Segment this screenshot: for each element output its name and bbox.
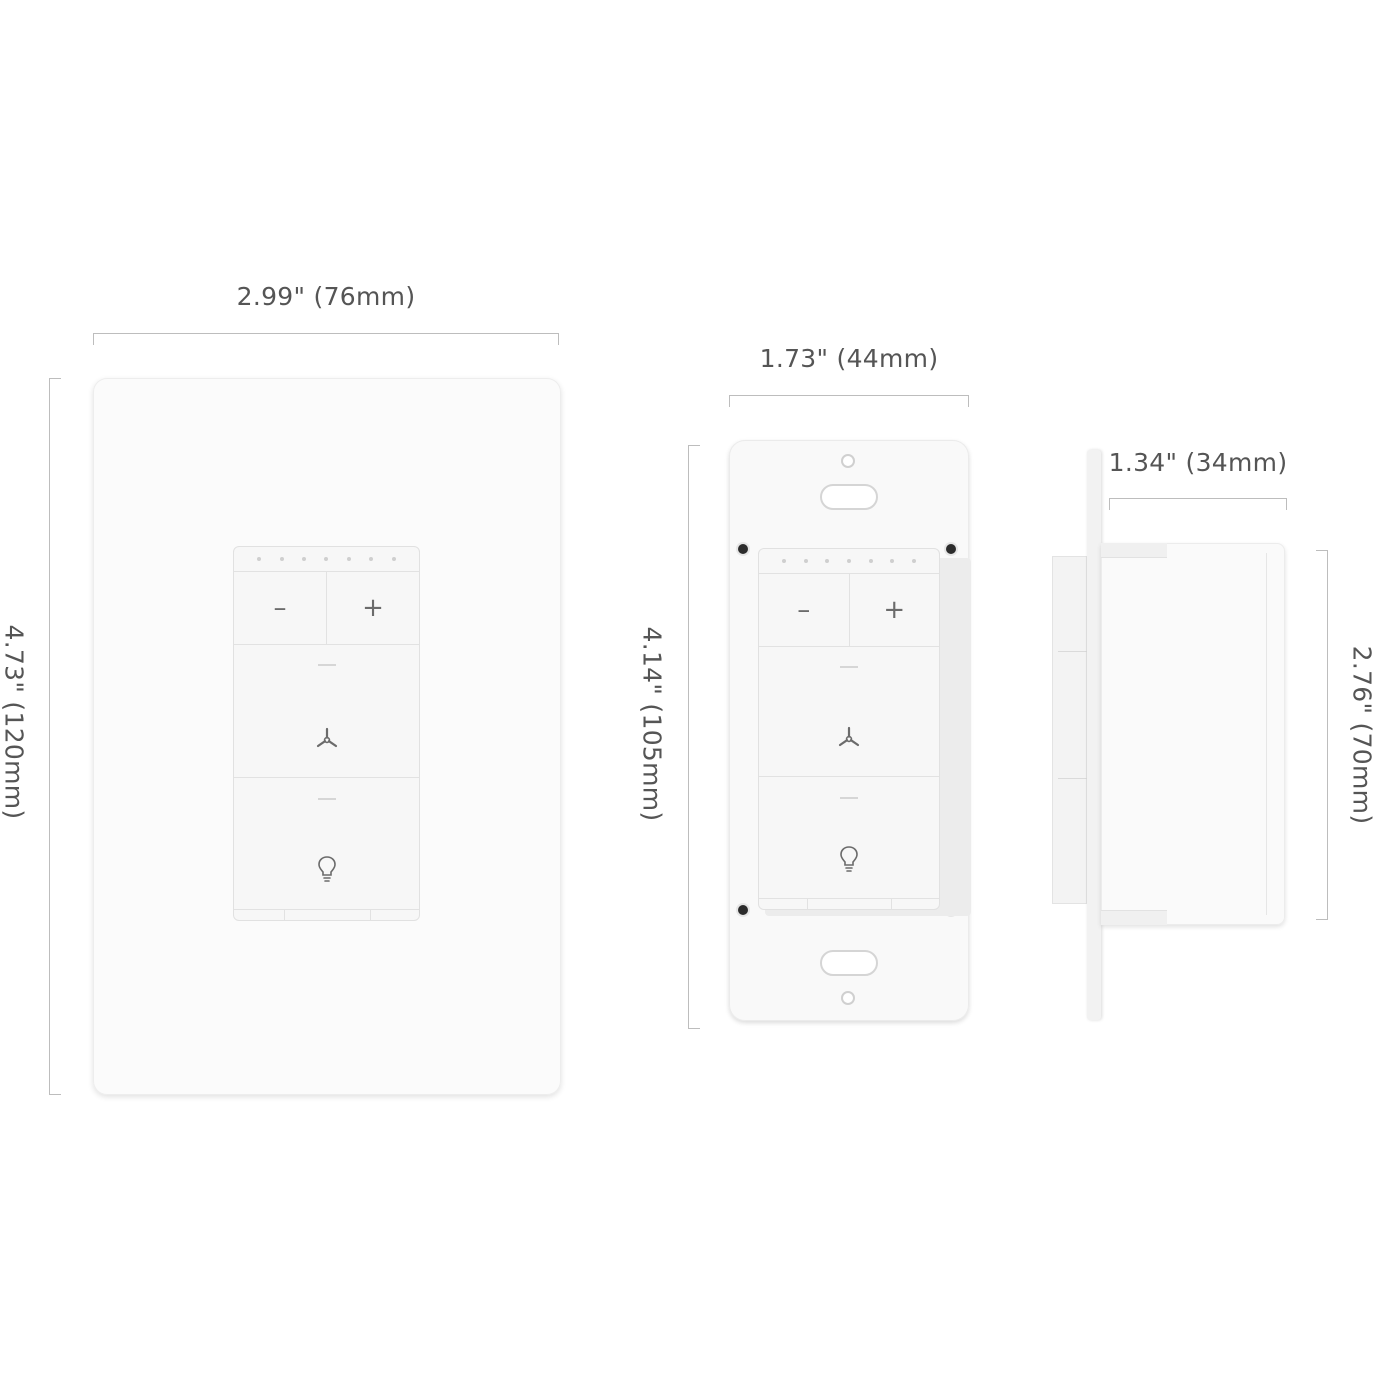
led-dot [302,557,307,561]
body-ridge [1266,553,1267,915]
decrease-button[interactable]: – [797,595,811,625]
bottom-mount-slot [820,950,878,976]
increase-button[interactable]: + [848,574,940,646]
screw-top-right [946,544,956,554]
led-dot [846,559,851,563]
button-divider [234,777,419,778]
light-indicator-bar [317,798,336,800]
switch-base [759,898,939,909]
fan-button[interactable] [234,644,419,777]
led-dot [803,559,808,563]
led-indicator-row [234,547,419,571]
depth-guide [1109,498,1287,510]
light-button[interactable] [234,778,419,911]
led-dot [391,557,396,561]
top-mount-slot [820,484,878,510]
fan-indicator-bar [317,664,336,666]
switch-face-front: – + [233,546,420,921]
bulb-icon [317,856,336,882]
fan-button[interactable] [759,646,939,776]
strap-height-guide [688,445,700,1029]
body-step-top [1101,543,1167,558]
led-dot [279,557,284,561]
led-dot [324,557,329,561]
led-dot [781,559,786,563]
fan-icon [838,726,860,747]
switch-base [234,909,419,920]
led-dot [912,559,917,563]
body-step-bottom [1101,910,1167,925]
strap-width-guide [729,395,969,407]
fan-indicator-bar [840,666,858,668]
light-indicator-bar [840,797,858,799]
fan-icon [316,727,337,748]
plate-height-guide [49,378,61,1095]
strap-height-label: 4.14" (105mm) [637,626,667,822]
top-mount-hole [841,454,855,468]
bulb-icon [840,846,858,872]
body-height-label: 2.76" (70mm) [1347,645,1377,825]
body-height-guide [1316,550,1328,920]
led-dot [890,559,895,563]
side-view-body [1101,543,1285,925]
led-dot [346,557,351,561]
plate-width-guide [93,333,559,345]
led-dot [868,559,873,563]
led-dot [825,559,830,563]
led-indicator-row [759,549,939,573]
increase-button[interactable]: + [326,572,419,644]
strap-width-label: 1.73" (44mm) [759,344,939,373]
depth-label: 1.34" (34mm) [1108,448,1288,477]
screw-bottom-left [738,905,748,915]
screw-top-left [738,544,748,554]
switch-face-strap: – + [758,548,940,910]
speed-button-row: – + [234,571,419,645]
side-view-buttons [1052,556,1087,904]
plate-height-label: 4.73" (120mm) [0,624,29,820]
bottom-mount-hole [841,991,855,1005]
decrease-button[interactable]: – [273,593,287,623]
led-dot [369,557,374,561]
speed-button-row: – + [759,573,939,647]
light-button[interactable] [759,777,939,901]
led-dot [257,557,262,561]
plate-width-label: 2.99" (76mm) [236,282,416,311]
button-divider [759,776,939,777]
side-view-strap [1087,450,1101,1020]
